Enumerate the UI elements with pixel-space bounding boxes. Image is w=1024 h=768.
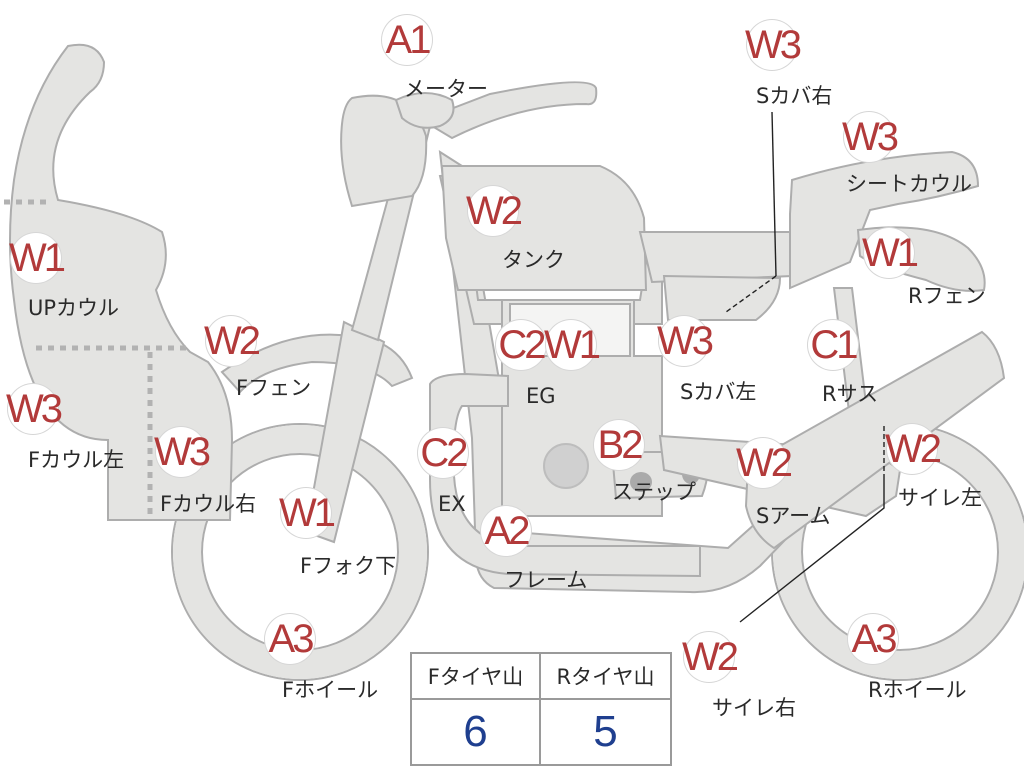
front-tire-value: 6 (412, 700, 541, 764)
part-label: タンク (502, 248, 565, 272)
grade-badge: W1 (279, 488, 336, 538)
grade-badge: W1 (9, 233, 66, 283)
part-label: Sカバ右 (756, 84, 833, 108)
grade-badge: A3 (265, 614, 315, 664)
exhaust-pipe-shape (429, 372, 701, 578)
meter-shape (394, 92, 455, 129)
part-label: シートカウル (846, 172, 972, 196)
grade-badge: W1 (862, 228, 919, 278)
part-label: サイレ右 (712, 696, 796, 720)
part-label: サイレ左 (898, 486, 982, 510)
grade-badge: W1 (544, 320, 601, 370)
front-tire-header: Fタイヤ山 (412, 654, 541, 700)
part-label: Fカウル左 (28, 448, 125, 472)
fairing-dashes (4, 199, 190, 520)
tire-tread-table: Fタイヤ山 Rタイヤ山 6 5 (410, 652, 672, 766)
grade-badge: W3 (842, 112, 899, 162)
seat-shape (638, 231, 800, 284)
grade-badge: A1 (382, 15, 432, 65)
grade-badge: C1 (808, 320, 859, 370)
grade-badge: W3 (745, 20, 802, 70)
part-label: ステップ (612, 480, 696, 504)
part-label: Fフェン (236, 376, 312, 400)
part-label: Rサス (822, 382, 879, 406)
grade-badge: W3 (657, 316, 714, 366)
leader-silencer-right (739, 478, 885, 623)
part-label: メーター (404, 77, 488, 101)
leader-s-cover-right-dashed (725, 275, 777, 313)
part-label: Rホイール (868, 678, 967, 702)
rear-tire-header: Rタイヤ山 (541, 654, 670, 700)
grade-badge: W3 (6, 384, 63, 434)
grade-badge: W2 (682, 632, 739, 682)
grade-badge: A2 (481, 506, 531, 556)
seat-cowl-shape (789, 150, 980, 290)
part-label: Fホイール (282, 678, 379, 702)
side-cover-shape (662, 274, 782, 321)
grade-badge: C2 (418, 428, 469, 478)
grade-badge: B2 (594, 420, 644, 470)
step-peg-left (630, 472, 652, 492)
part-label: Fフォク下 (300, 554, 397, 578)
part-label: EG (526, 384, 556, 408)
grade-badge: W2 (885, 424, 942, 474)
grade-badge: W2 (204, 316, 261, 366)
handlebar-shape (419, 81, 598, 140)
grade-badge: W3 (154, 427, 211, 477)
engine-case-shape (543, 443, 589, 489)
part-label: Sアーム (756, 504, 831, 528)
grade-badge: C2 (496, 320, 547, 370)
grade-badge: W2 (466, 186, 523, 236)
grade-badge: A3 (848, 614, 898, 664)
leader-s-cover-right (771, 111, 777, 277)
part-label: Fカウル右 (160, 492, 257, 516)
part-label: Sカバ左 (680, 380, 757, 404)
fairing-shape (9, 43, 234, 521)
part-label: Rフェン (908, 284, 986, 308)
grade-badge: W2 (736, 438, 793, 488)
part-label: EX (438, 492, 466, 516)
part-label: UPカウル (28, 296, 120, 320)
rear-tire-value: 5 (593, 707, 618, 756)
part-label: フレーム (504, 568, 588, 592)
